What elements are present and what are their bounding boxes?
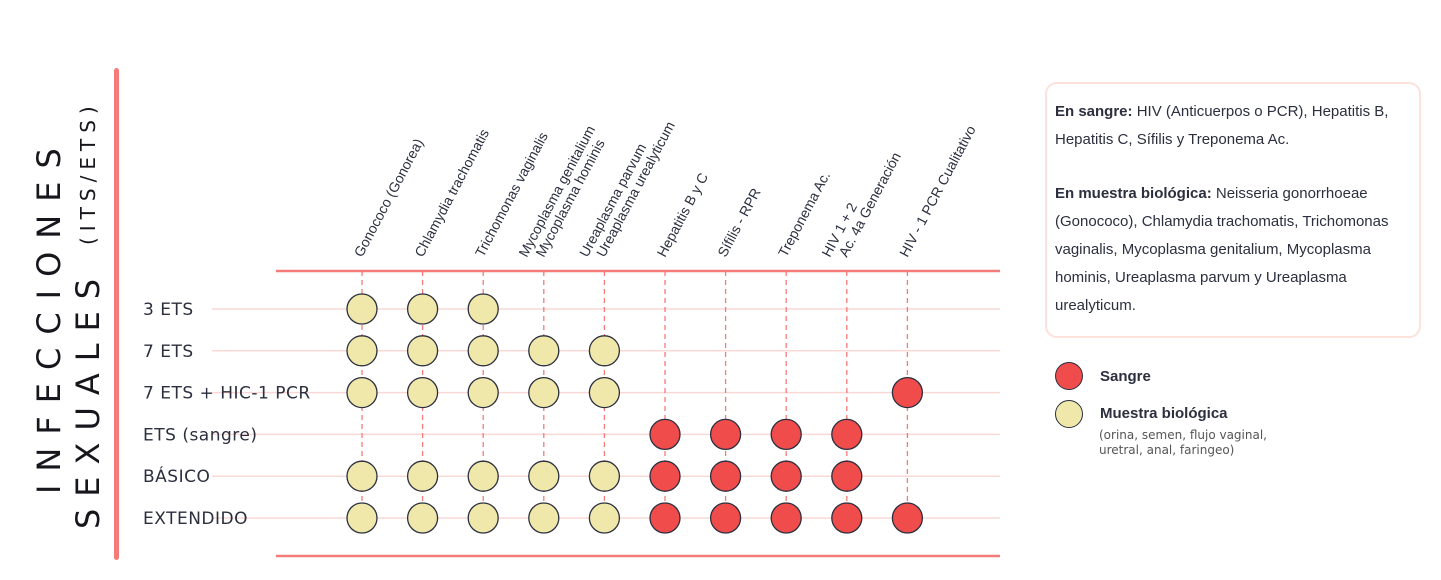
muestra-dot bbox=[346, 502, 378, 534]
muestra-dot bbox=[588, 502, 621, 534]
muestra-dot bbox=[406, 460, 439, 492]
muestra-dot bbox=[588, 376, 621, 409]
column-label: Gonococo (Gonorea) bbox=[351, 136, 427, 260]
legend-sangre-label: Sangre bbox=[1100, 368, 1151, 385]
sangre-dot bbox=[770, 460, 802, 492]
legend-muestra-note: (orina, semen, flujo vaginal, uretral, a… bbox=[1099, 428, 1267, 457]
info-sangre-heading: En sangre: bbox=[1055, 103, 1133, 120]
muestra-dot bbox=[467, 335, 499, 367]
column-label: Sífilis - RPR bbox=[714, 185, 764, 259]
info-muestra-heading: En muestra biológica: bbox=[1055, 185, 1212, 202]
sangre-dot bbox=[649, 460, 681, 492]
sangre-dot bbox=[770, 418, 802, 451]
row-label: 7 ETS + HIC-1 PCR bbox=[143, 384, 311, 404]
info-muestra: En muestra biológica: Neisseria gonorrho… bbox=[1055, 180, 1411, 320]
sangre-dot bbox=[831, 460, 863, 492]
sangre-dot bbox=[649, 502, 681, 534]
sangre-dot bbox=[649, 418, 681, 451]
muestra-dot bbox=[406, 502, 439, 534]
muestra-dot bbox=[346, 335, 378, 367]
sangre-dot bbox=[891, 502, 924, 534]
muestra-dot bbox=[588, 460, 621, 492]
muestra-dot bbox=[528, 502, 560, 534]
muestra-dot bbox=[346, 460, 378, 492]
title-accent-bar bbox=[114, 68, 119, 560]
muestra-dot bbox=[467, 460, 499, 492]
muestra-dot bbox=[467, 502, 499, 534]
muestra-dot bbox=[528, 376, 560, 409]
muestra-dot bbox=[406, 293, 439, 325]
sangre-dot bbox=[831, 418, 863, 451]
sangre-dot bbox=[770, 502, 802, 534]
row-label: 3 ETS bbox=[143, 300, 194, 320]
row-label: 7 ETS bbox=[143, 342, 194, 362]
info-sangre-text: HIV (Anticuerpos o PCR), Hepatitis B, He… bbox=[1055, 103, 1389, 148]
info-box: En sangre: HIV (Anticuerpos o PCR), Hepa… bbox=[1045, 82, 1421, 338]
sangre-dot bbox=[709, 418, 742, 451]
sangre-dot bbox=[709, 460, 742, 492]
muestra-dot bbox=[467, 376, 499, 409]
muestra-dot bbox=[346, 293, 378, 325]
muestra-dot bbox=[346, 376, 378, 409]
muestra-dot bbox=[467, 293, 499, 325]
test-matrix: 3 ETS 7 ETS 7 ETS + HIC-1 PCR ETS (sangre) B… bbox=[143, 119, 1000, 558]
sangre-dot bbox=[891, 376, 924, 409]
legend-muestra-label: Muestra biológica bbox=[1100, 405, 1228, 422]
row-label: EXTENDIDO bbox=[143, 509, 248, 529]
info-muestra-text: Neisseria gonorrhoeae (Gonococo), Chlamy… bbox=[1055, 185, 1389, 314]
muestra-dot bbox=[406, 335, 439, 367]
muestra-dot bbox=[528, 335, 560, 367]
column-label: Hepatitis B y C bbox=[654, 170, 712, 259]
row-label: ETS (sangre) bbox=[143, 425, 258, 445]
muestra-dot bbox=[528, 460, 560, 492]
muestra-dot bbox=[406, 376, 439, 409]
row-label: BÁSICO bbox=[143, 465, 210, 487]
sangre-dot bbox=[831, 502, 863, 534]
sangre-dot bbox=[709, 502, 742, 534]
legend-sangre-dot-icon bbox=[1055, 362, 1083, 390]
info-sangre: En sangre: HIV (Anticuerpos o PCR), Hepa… bbox=[1055, 98, 1411, 154]
muestra-dot bbox=[588, 335, 621, 367]
legend-muestra-dot-icon bbox=[1055, 400, 1083, 428]
column-label: HIV - 1 PCR Cualitativo bbox=[896, 123, 979, 260]
